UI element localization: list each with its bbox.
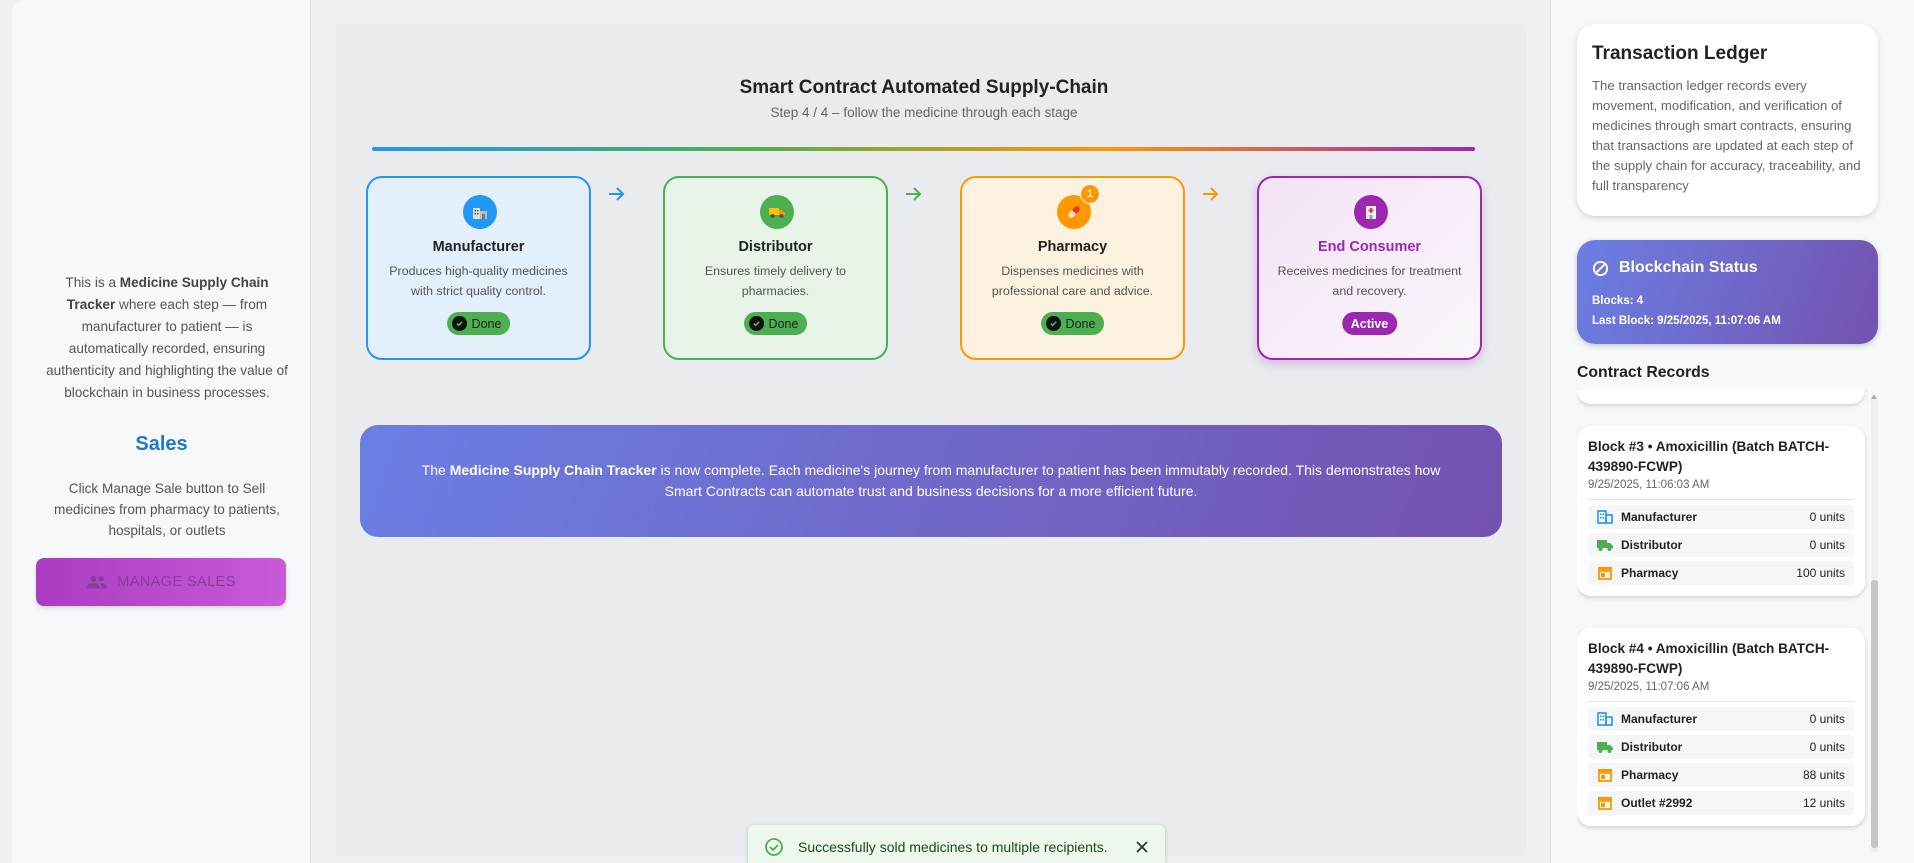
stage-description: Produces high-quality medicines with str… [389,264,568,298]
stage-card-distributor[interactable]: Distributor Ensures timely delivery to p… [663,176,888,360]
toast-message: Successfully sold medicines to multiple … [798,839,1108,855]
stage-name: Manufacturer [432,239,525,255]
status-badge: Active [1341,312,1398,335]
stage-description: Dispenses medicines with professional ca… [991,264,1154,298]
success-toast: Successfully sold medicines to multiple … [748,825,1165,863]
status-badge: Done [446,312,511,335]
stage-card-pharmacy[interactable]: 1 Pharmacy Dispenses medicines with prof… [960,176,1185,360]
factory-icon [463,195,497,229]
status-badge: Done [743,312,808,335]
store-icon [1598,797,1612,810]
contract-records-list[interactable]: Block #3 • Amoxicillin (Batch BATCH-4398… [1577,390,1879,858]
record-date: 9/25/2025, 11:07:06 AM [1588,681,1854,702]
record-card-partial [1577,390,1865,404]
page-title: Smart Contract Automated Supply-Chain [739,77,1109,98]
truck-icon [1597,742,1613,753]
arrow-right-icon [906,187,922,201]
stage-card-end-consumer[interactable]: End Consumer Receives medicines for trea… [1257,176,1482,360]
store-icon [1598,567,1612,580]
sales-title: Sales [135,433,188,455]
status-title: Blockchain Status [1619,259,1758,276]
blockchain-status-card: Blockchain Status Blocks: 4 Last Block: … [1577,240,1878,344]
stage-card-manufacturer[interactable]: Manufacturer Produces high-quality medic… [366,176,591,360]
record-header: Block #3 • Amoxicillin (Batch BATCH-4398… [1588,439,1830,474]
stage-name: End Consumer [1317,239,1422,255]
factory-icon [1597,712,1613,726]
scroll-up-arrow-icon[interactable] [1871,394,1877,399]
step-subtitle: Step 4 / 4 – follow the medicine through… [770,105,1078,120]
block-count: Blocks: 4 [1592,295,1644,307]
ledger-description: The transaction ledger records every mov… [1592,78,1861,193]
arrow-right-icon [609,187,625,201]
intro-text: This is a Medicine Supply Chain Tracker … [46,275,288,400]
check-icon [1045,316,1061,331]
completion-notice: The Medicine Supply Chain Tracker is now… [360,425,1502,537]
check-circle-icon [765,838,783,856]
stage-description: Receives medicines for treatment and rec… [1277,264,1462,298]
sidebar: This is a Medicine Supply Chain Tracker … [12,0,311,863]
close-icon[interactable] [1135,840,1149,854]
store-icon [1598,769,1612,782]
ledger-title: Transaction Ledger [1592,43,1768,64]
contract-records-title: Contract Records [1577,364,1710,381]
record-date: 9/25/2025, 11:06:03 AM [1588,479,1854,500]
supply-chain-panel: Smart Contract Automated Supply-Chain St… [336,24,1526,856]
stage-name: Distributor [738,239,813,255]
right-panel: Transaction Ledger The transaction ledge… [1550,0,1914,863]
truck-icon [1597,540,1613,551]
sales-description: Click Manage Sale button to Sell medicin… [54,481,280,538]
scrollbar-thumb[interactable] [1871,580,1878,848]
record-header: Block #4 • Amoxicillin (Batch BATCH-4398… [1588,641,1830,676]
transaction-ledger-card: Transaction Ledger The transaction ledge… [1577,24,1878,216]
record-card: Block #3 • Amoxicillin (Batch BATCH-4398… [1577,426,1865,596]
manage-sales-label: MANAGE SALES [117,574,236,590]
notification-badge: 1 [1080,184,1100,204]
last-block: Last Block: 9/25/2025, 11:07:06 AM [1592,315,1781,327]
stage-name: Pharmacy [1037,239,1108,255]
progress-line [372,147,1475,151]
check-icon [748,316,764,331]
record-card: Block #4 • Amoxicillin (Batch BATCH-4398… [1577,628,1865,826]
manage-sales-button[interactable]: MANAGE SALES [36,558,286,606]
people-icon [87,575,108,589]
hospital-icon [1354,195,1388,229]
factory-icon [1597,510,1613,524]
arrow-right-icon [1203,187,1219,201]
status-badge: Done [1040,312,1105,335]
truck-icon [760,195,794,229]
stage-description: Ensures timely delivery to pharmacies. [704,264,847,298]
check-icon [451,316,467,331]
blocked-icon [1592,260,1609,276]
